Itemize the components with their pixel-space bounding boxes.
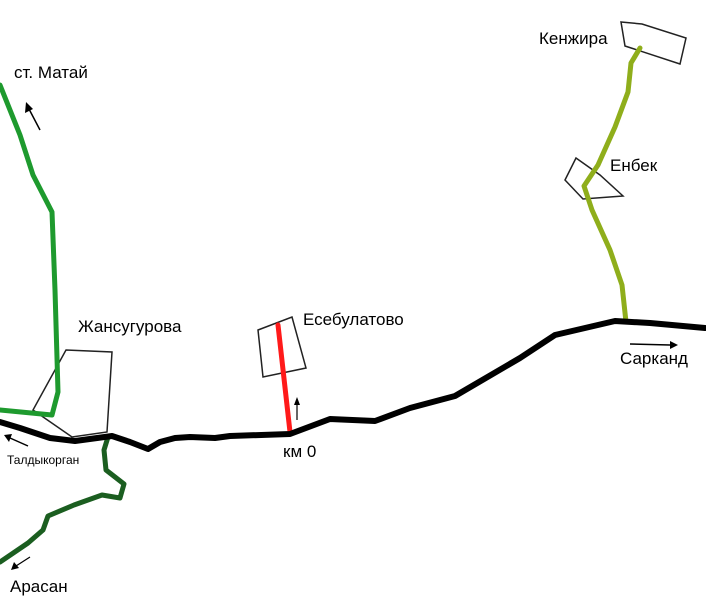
label-arasan: Арасан: [10, 577, 68, 596]
settlement-enbek-outline: [564, 156, 625, 200]
label-taldykorgan: Талдыкорган: [7, 453, 79, 467]
settlement-zhansugurova-outline: [32, 349, 113, 438]
arrow-to-arasan: [11, 556, 31, 570]
arrow-to-sarkand: [629, 341, 678, 349]
label-enbek: Енбек: [610, 156, 658, 175]
settlement-kenzhira-outline: [620, 21, 687, 65]
arrow-to-taldykorgan: [4, 434, 29, 447]
main-railway-line: [0, 318, 706, 452]
label-matai: ст. Матай: [14, 63, 88, 82]
label-km0: км 0: [283, 442, 316, 461]
highlight-segment-esebulatovo: [275, 322, 293, 435]
settlement-esebulatovo-outline: [257, 316, 307, 378]
arrow-km0: [294, 397, 300, 420]
label-esebulatovo: Есебулатово: [303, 310, 404, 329]
railway-line-arasan: [0, 434, 127, 565]
label-sarkand: Сарканд: [620, 349, 688, 368]
arrow-to-matai: [25, 102, 41, 131]
railway-line-kenzhira: [581, 45, 643, 325]
label-zhansugurova: Жансугурова: [78, 317, 182, 336]
railway-line-matai: [0, 82, 61, 418]
label-kenzhira: Кенжира: [539, 29, 608, 48]
